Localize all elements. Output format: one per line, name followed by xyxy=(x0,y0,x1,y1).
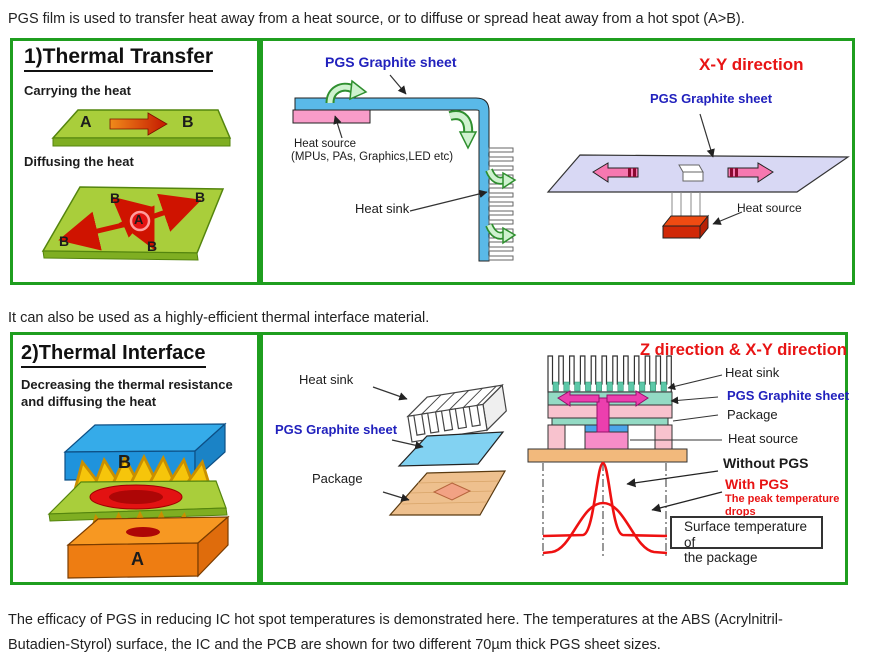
block-b-label: B xyxy=(118,452,131,472)
heat-source-label: Heat source xyxy=(294,138,357,150)
package-label: Package xyxy=(312,471,363,486)
package-label: Package xyxy=(727,407,778,422)
heat-source-detail-label: (MPUs, PAs, Graphics,LED etc) xyxy=(291,151,454,163)
heat-sink-label: Heat sink xyxy=(725,365,780,380)
peak-note-line2: drops xyxy=(725,506,756,518)
footer-text-line2: Butadien-Styrol) surface, the IC and the… xyxy=(8,637,661,653)
heat-source-label: Heat source xyxy=(737,201,802,215)
point-a-label: A xyxy=(80,114,92,131)
without-pgs-label: Without PGS xyxy=(723,455,809,471)
surface-temperature-note: Surface temperature of the package xyxy=(670,516,823,565)
point-b-label: B xyxy=(147,238,158,254)
with-pgs-label: With PGS xyxy=(725,476,789,492)
block-a-label: A xyxy=(131,549,144,569)
heat-source-label: Heat source xyxy=(728,431,799,446)
heat-sink-label: Heat sink xyxy=(355,201,410,216)
panel2-title: 2)Thermal Interface xyxy=(21,342,206,368)
panel2-left-box xyxy=(10,332,260,585)
intro-text: PGS film is used to transfer heat away f… xyxy=(8,11,745,27)
pgs-sheet-label: PGS Graphite sheet xyxy=(275,422,398,437)
carrying-heat-label: Carrying the heat xyxy=(24,83,131,98)
pgs-sheet-label: PGS Graphite sheet xyxy=(325,54,457,70)
panel2-subtitle-line2: and diffusing the heat xyxy=(21,394,157,409)
point-b-label: B xyxy=(182,114,194,131)
point-b-label: B xyxy=(195,189,206,205)
xy-direction-title: X-Y direction xyxy=(699,55,804,74)
middle-note-text: It can also be used as a highly-efficien… xyxy=(8,310,430,326)
footer-text-line1: The efficacy of PGS in reducing IC hot s… xyxy=(8,612,783,628)
surface-note-line1: Surface temperature of xyxy=(684,519,808,550)
panel1-title: 1)Thermal Transfer xyxy=(24,45,214,73)
point-b-label: B xyxy=(110,190,121,206)
heat-sink-label: Heat sink xyxy=(299,372,354,387)
diffusing-heat-label: Diffusing the heat xyxy=(24,154,134,169)
peak-note-line1: The peak temperature xyxy=(725,493,840,505)
pgs-sheet-label: PGS Graphite sheet xyxy=(650,91,773,106)
z-direction-title: Z direction & X-Y direction xyxy=(640,341,846,359)
point-a-label: A xyxy=(134,212,144,227)
panel2-subtitle-line1: Decreasing the thermal resistance xyxy=(21,377,233,392)
pgs-sheet-label: PGS Graphite sheet xyxy=(727,388,850,403)
point-b-label: B xyxy=(59,233,70,249)
surface-note-line2: the package xyxy=(684,550,758,566)
